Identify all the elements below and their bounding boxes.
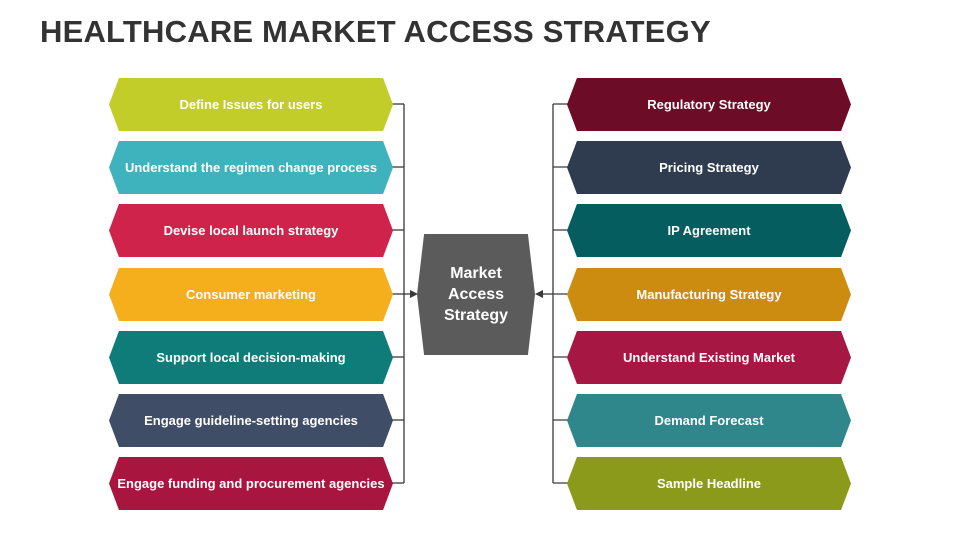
right-item-label: Pricing Strategy bbox=[659, 160, 759, 175]
center-hexagon: Market Access Strategy bbox=[417, 234, 535, 355]
left-item-define-issues: Define Issues for users bbox=[109, 78, 393, 131]
left-item-consumer-marketing: Consumer marketing bbox=[109, 268, 393, 321]
left-item-funding-agencies: Engage funding and procurement agencies bbox=[109, 457, 393, 510]
center-label: Market Access Strategy bbox=[443, 265, 509, 324]
right-item-existing-market: Understand Existing Market bbox=[567, 331, 851, 384]
right-item-pricing: Pricing Strategy bbox=[567, 141, 851, 194]
right-item-sample-headline: Sample Headline bbox=[567, 457, 851, 510]
page-title: HEALTHCARE MARKET ACCESS STRATEGY bbox=[40, 14, 711, 49]
right-item-regulatory: Regulatory Strategy bbox=[567, 78, 851, 131]
left-item-regimen-change: Understand the regimen change process bbox=[109, 141, 393, 194]
right-item-label: IP Agreement bbox=[667, 223, 751, 238]
left-item-label: Support local decision-making bbox=[156, 350, 346, 365]
left-item-local-launch: Devise local launch strategy bbox=[109, 204, 393, 257]
left-item-label: Understand the regimen change process bbox=[124, 160, 378, 175]
right-item-ip-agreement: IP Agreement bbox=[567, 204, 851, 257]
right-item-label: Regulatory Strategy bbox=[647, 97, 771, 112]
right-item-label: Sample Headline bbox=[656, 476, 762, 491]
right-item-manufacturing: Manufacturing Strategy bbox=[567, 268, 851, 321]
left-item-label: Devise local launch strategy bbox=[163, 223, 339, 238]
right-item-label: Manufacturing Strategy bbox=[636, 287, 782, 302]
arrow-left-into-center-icon bbox=[410, 290, 418, 298]
left-item-label: Define Issues for users bbox=[179, 97, 323, 112]
left-item-local-decision: Support local decision-making bbox=[109, 331, 393, 384]
right-item-demand-forecast: Demand Forecast bbox=[567, 394, 851, 447]
arrow-right-into-center-icon bbox=[535, 290, 543, 298]
left-item-label: Engage guideline-setting agencies bbox=[144, 413, 358, 428]
left-item-guideline-agencies: Engage guideline-setting agencies bbox=[109, 394, 393, 447]
left-item-label: Engage funding and procurement agencies bbox=[117, 476, 385, 491]
right-item-label: Understand Existing Market bbox=[623, 350, 795, 365]
left-item-label: Consumer marketing bbox=[185, 287, 317, 302]
right-item-label: Demand Forecast bbox=[654, 413, 764, 428]
